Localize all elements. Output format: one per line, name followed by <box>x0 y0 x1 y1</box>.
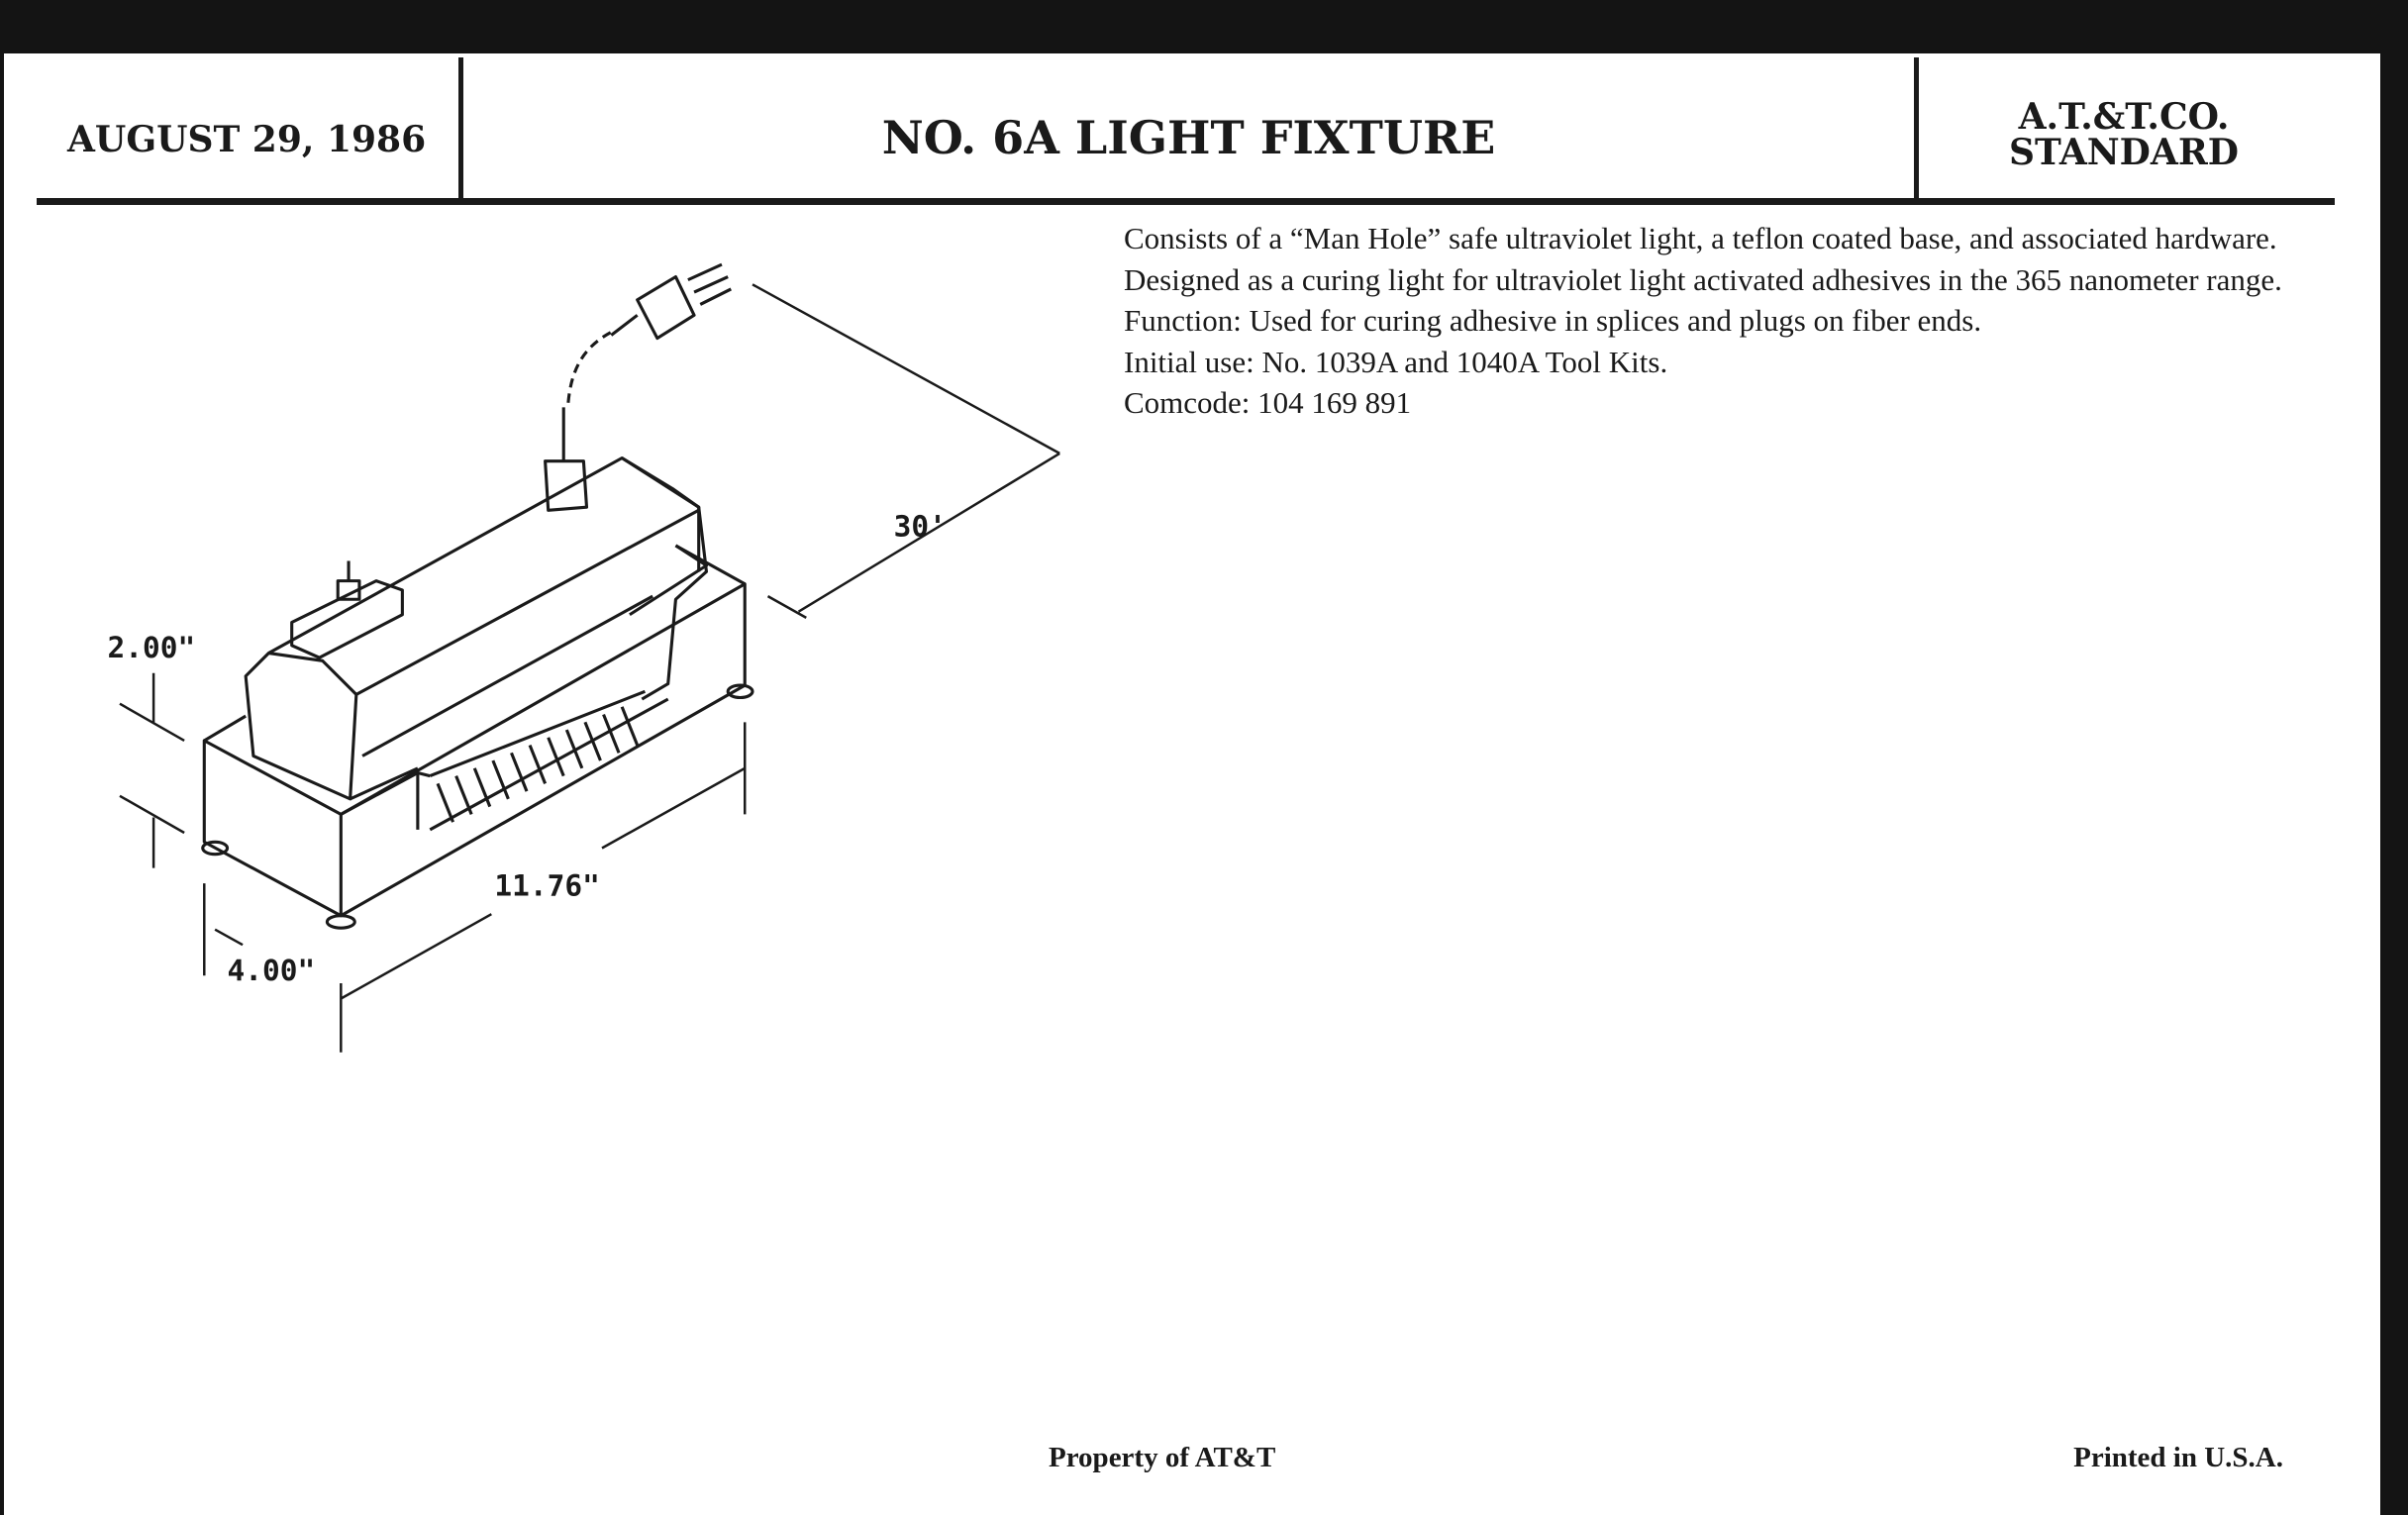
header-rule <box>37 198 2335 205</box>
header-divider <box>1914 57 1919 202</box>
feet <box>201 683 754 930</box>
description-paragraph: Function: Used for curing adhesive in sp… <box>1124 303 1982 338</box>
spec-card <box>4 53 2380 1515</box>
document-date: AUGUST 29, 1986 <box>67 119 427 160</box>
standard-label: A.T.&T.CO. STANDARD <box>1921 99 2327 170</box>
heat-fins <box>429 689 669 832</box>
standard-line-2: STANDARD <box>2009 132 2239 173</box>
printed-notice: Printed in U.S.A. <box>2073 1442 2283 1473</box>
length-dimension-label: 11.76" <box>494 869 599 903</box>
cord-gland <box>544 262 732 512</box>
height-dimension-label: 2.00" <box>108 631 196 664</box>
description-paragraph: Comcode: 104 169 891 <box>1124 385 1412 420</box>
width-dimension-label: 4.00" <box>228 954 316 987</box>
dimension-lines <box>119 283 1060 1053</box>
toggle-switch <box>336 560 361 601</box>
cord-length-dimension-label: 30' <box>894 510 947 544</box>
standard-line-1: A.T.&T.CO. <box>2018 96 2230 138</box>
description-paragraph: Designed as a curing light for ultraviol… <box>1124 261 2282 297</box>
base-tray <box>202 544 747 918</box>
description-paragraph: Consists of a “Man Hole” safe ultraviole… <box>1124 221 2277 255</box>
property-notice: Property of AT&T <box>1049 1442 1276 1473</box>
description-paragraph: Initial use: No. 1039A and 1040A Tool Ki… <box>1124 344 1668 379</box>
description: Consists of a “Man Hole” safe ultraviole… <box>1124 218 2284 424</box>
lamp-housing <box>244 456 709 801</box>
header-divider <box>458 57 463 202</box>
page-title: NO. 6A LIGHT FIXTURE <box>881 111 1496 164</box>
